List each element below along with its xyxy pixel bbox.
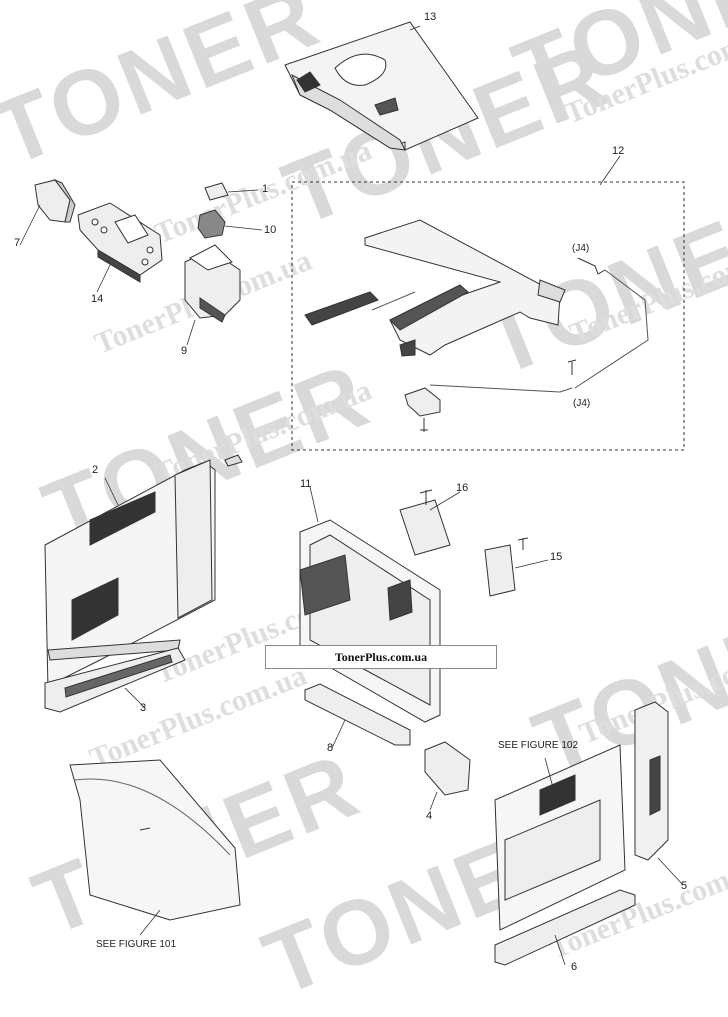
part-12-assembly — [291, 181, 685, 451]
front-tray — [69, 759, 241, 921]
callout-8: 8 — [327, 742, 334, 754]
callout-11: 11 — [300, 478, 312, 490]
callout-15: 15 — [550, 551, 563, 563]
part-8-bracket — [304, 683, 411, 746]
callout-3: 3 — [140, 702, 147, 714]
part-13-top-cover — [284, 21, 479, 151]
jumper-label-bottom: (J4) — [573, 398, 591, 409]
exploded-parts-diagram — [19, 21, 685, 966]
callout-16: 16 — [456, 482, 469, 494]
part-10-clip — [197, 209, 226, 239]
part-6-rail — [494, 889, 636, 966]
part-7-bracket — [34, 178, 76, 223]
right-door — [494, 744, 626, 931]
callout-2: 2 — [92, 464, 99, 476]
part-4-guide — [424, 741, 471, 796]
part-14-control-panel — [77, 202, 163, 283]
callout-5: 5 — [681, 880, 688, 892]
callout-10: 10 — [264, 224, 277, 236]
center-banner: TonerPlus.com.ua — [265, 645, 497, 669]
callout-14: 14 — [91, 293, 104, 305]
callout-13: 13 — [424, 11, 437, 23]
part-9-assembly — [184, 244, 241, 323]
part-1-clip — [204, 182, 229, 201]
jumper-label-top: (J4) — [572, 243, 590, 254]
leader-lines — [19, 25, 684, 966]
part-3-rail — [44, 647, 186, 713]
part-11-frame — [299, 519, 441, 723]
callout-4: 4 — [426, 810, 433, 822]
part-5-side-cover — [634, 701, 669, 861]
callout-1: 1 — [262, 183, 269, 195]
part-2-left-panel — [44, 454, 243, 692]
callout-7: 7 — [14, 237, 21, 249]
callout-6: 6 — [571, 961, 578, 973]
see-figure-102: SEE FIGURE 102 — [498, 740, 579, 751]
see-figure-101: SEE FIGURE 101 — [96, 939, 177, 950]
part-16-board — [399, 489, 451, 556]
part-15-board — [484, 537, 529, 597]
callout-9: 9 — [181, 345, 188, 357]
callout-12: 12 — [612, 145, 625, 157]
